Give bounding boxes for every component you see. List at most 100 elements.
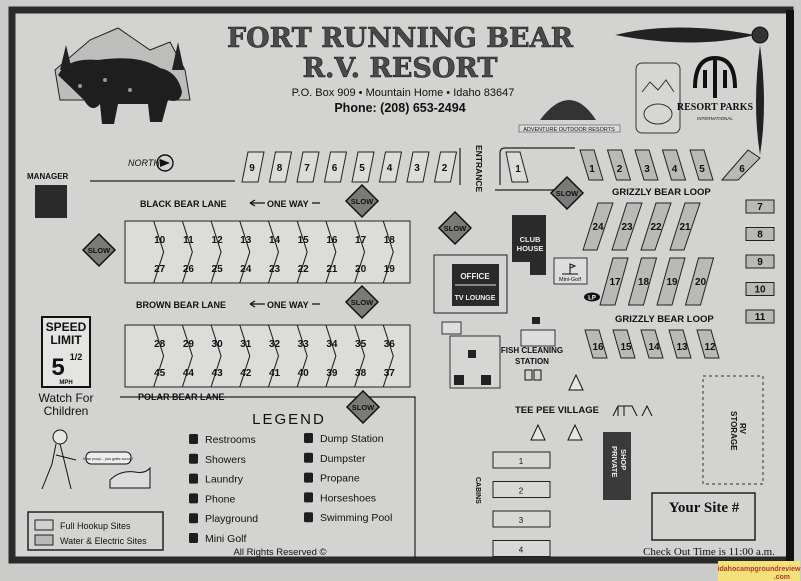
- campsite-23[interactable]: 23: [269, 264, 281, 275]
- campsite-7[interactable]: 7: [745, 199, 775, 214]
- title-line-1: FORT RUNNING BEAR: [227, 23, 574, 54]
- campsite-30[interactable]: 30: [212, 339, 224, 350]
- campsite-18[interactable]: 18: [384, 235, 396, 246]
- campsite-41[interactable]: 41: [269, 368, 281, 379]
- cabin-2[interactable]: 2: [492, 481, 551, 498]
- campsite-25[interactable]: 25: [212, 264, 224, 275]
- campsite-10[interactable]: 10: [745, 282, 775, 296]
- site-shape: [406, 151, 430, 183]
- campsite-16[interactable]: 16: [326, 235, 338, 246]
- campsite-43[interactable]: 43: [212, 368, 224, 379]
- campsite-16[interactable]: 16: [584, 329, 608, 359]
- campsite-40[interactable]: 40: [298, 368, 310, 379]
- horseshoes-icon: [304, 492, 313, 503]
- office-tv-lounge-building: OFFICE TV LOUNGE: [452, 264, 499, 306]
- playground-icon: [189, 513, 198, 524]
- campsite-22[interactable]: 22: [298, 264, 310, 275]
- campsite-45[interactable]: 45: [154, 368, 166, 379]
- campsite-29[interactable]: 29: [183, 339, 195, 350]
- svg-text:idahocampgroundreview: idahocampgroundreview: [718, 566, 801, 573]
- site-number: 1: [515, 164, 521, 175]
- roads: [90, 147, 580, 560]
- svg-text:PRIVATE: PRIVATE: [610, 446, 619, 477]
- campsite-37[interactable]: 37: [384, 368, 396, 379]
- campsite-2[interactable]: 2: [433, 151, 458, 183]
- campsite-17[interactable]: 17: [599, 257, 629, 306]
- campsite-44[interactable]: 44: [183, 368, 195, 379]
- campsite-32[interactable]: 32: [269, 339, 281, 350]
- campsite-38[interactable]: 38: [355, 368, 367, 379]
- campsite-33[interactable]: 33: [298, 339, 310, 350]
- campsite-14[interactable]: 14: [269, 235, 281, 246]
- campsite-24[interactable]: 24: [582, 202, 614, 251]
- campsite-18[interactable]: 18: [627, 257, 658, 306]
- campsite-24[interactable]: 24: [240, 264, 252, 275]
- campsite-14[interactable]: 14: [640, 329, 664, 359]
- svg-text:1/2: 1/2: [70, 352, 83, 362]
- campsite-21[interactable]: 21: [669, 202, 701, 251]
- campsite-3[interactable]: 3: [406, 151, 430, 183]
- laundry-icon: [189, 473, 198, 484]
- campsite-11[interactable]: 11: [745, 309, 775, 324]
- campsite-31[interactable]: 31: [240, 339, 252, 350]
- campsite-4[interactable]: 4: [661, 149, 687, 181]
- campsite-27[interactable]: 27: [154, 264, 166, 275]
- campsite-7[interactable]: 7: [296, 151, 320, 183]
- campsite-26[interactable]: 26: [183, 264, 195, 275]
- campsite-36[interactable]: 36: [384, 339, 396, 350]
- cabin-4[interactable]: 4: [492, 540, 551, 557]
- campsite-28[interactable]: 28: [154, 339, 166, 350]
- campsite-21[interactable]: 21: [326, 264, 338, 275]
- checkout-time: Check Out Time is 11:00 a.m.: [643, 546, 775, 558]
- watch-for-children-line1: Watch For: [39, 391, 94, 405]
- campsite-20[interactable]: 20: [684, 257, 715, 306]
- site-number: 2: [617, 164, 623, 175]
- campsite-35[interactable]: 35: [355, 339, 367, 350]
- campsite-17[interactable]: 17: [355, 235, 367, 246]
- site-shape: [378, 151, 403, 183]
- svg-text:ONE WAY: ONE WAY: [267, 300, 309, 310]
- site-number: 20: [695, 277, 707, 288]
- campsite-10[interactable]: 10: [154, 235, 166, 246]
- campsite-12[interactable]: 12: [212, 235, 224, 246]
- campsite-11[interactable]: 11: [183, 235, 194, 246]
- campsite-2[interactable]: 2: [606, 149, 632, 181]
- campsite-1[interactable]: 1: [505, 151, 529, 183]
- campsite-15[interactable]: 15: [612, 329, 636, 359]
- campsite-19[interactable]: 19: [384, 264, 396, 275]
- campsite-13[interactable]: 13: [668, 329, 692, 359]
- campsite-13[interactable]: 13: [240, 235, 252, 246]
- campsite-5[interactable]: 5: [689, 149, 714, 181]
- campsite-22[interactable]: 22: [640, 202, 672, 251]
- campsite-39[interactable]: 39: [326, 368, 338, 379]
- campsite-19[interactable]: 19: [656, 257, 686, 306]
- rv-storage: RV STORAGE: [702, 375, 764, 485]
- campsite-9[interactable]: 9: [745, 254, 775, 269]
- campsite-6[interactable]: 6: [323, 151, 348, 183]
- cabins: 1 2 3 4: [492, 451, 551, 557]
- campsite-23[interactable]: 23: [611, 202, 643, 251]
- cabin-1[interactable]: 1: [492, 451, 551, 469]
- campsite-4[interactable]: 4: [378, 151, 403, 183]
- site-shape: [627, 257, 658, 306]
- campsite-9[interactable]: 9: [241, 151, 265, 183]
- phone: Phone: (208) 653-2494: [334, 101, 465, 115]
- site-shape: [433, 151, 458, 183]
- cabin-3[interactable]: 3: [492, 510, 551, 528]
- campsite-20[interactable]: 20: [355, 264, 367, 275]
- svg-text:Phone: Phone: [205, 493, 236, 505]
- site-shape: [640, 202, 672, 251]
- campsite-34[interactable]: 34: [326, 339, 338, 350]
- campsite-8[interactable]: 8: [268, 151, 293, 183]
- campsite-1[interactable]: 1: [579, 149, 604, 181]
- campsite-5[interactable]: 5: [351, 151, 375, 183]
- campsite-6[interactable]: 6: [720, 149, 761, 181]
- campsite-8[interactable]: 8: [745, 227, 775, 241]
- coast-to-coast-logo: [635, 62, 681, 134]
- svg-text:3: 3: [519, 516, 524, 525]
- campsite-12[interactable]: 12: [696, 329, 720, 359]
- mini-golf: Mini-Golf: [553, 257, 588, 285]
- campsite-3[interactable]: 3: [634, 149, 659, 181]
- campsite-42[interactable]: 42: [240, 368, 252, 379]
- campsite-15[interactable]: 15: [298, 235, 310, 246]
